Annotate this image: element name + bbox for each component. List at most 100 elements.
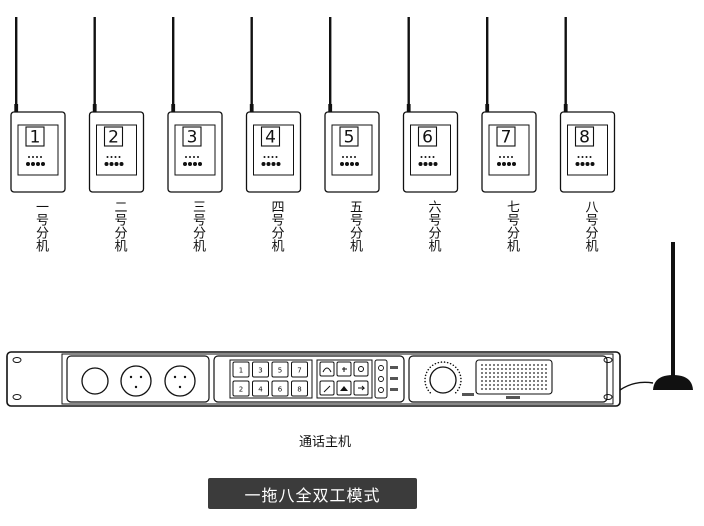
channel-key xyxy=(271,380,289,397)
beltpack-body xyxy=(167,111,223,193)
beltpack-group: 1 2 3 4 5 6 7 8 xyxy=(10,17,616,193)
function-key xyxy=(353,380,369,396)
beltpack: 7 xyxy=(481,17,537,193)
antenna-icon xyxy=(564,17,567,109)
antenna-icon xyxy=(15,17,18,109)
beltpack-label: 七号分机 xyxy=(504,200,519,252)
channel-key xyxy=(291,380,308,397)
led-icon xyxy=(110,156,113,158)
beltpack: 1 xyxy=(10,17,66,193)
antenna-icon xyxy=(172,17,175,109)
channel-key-number: 6 xyxy=(278,386,283,394)
rack-hole-icon xyxy=(12,357,22,363)
rack-hole-icon xyxy=(12,394,22,400)
led-icon xyxy=(585,156,588,158)
channel-display xyxy=(103,126,124,147)
base-antenna xyxy=(619,242,693,391)
led-icon xyxy=(428,156,431,158)
function-icon xyxy=(358,385,366,391)
button-icon xyxy=(497,162,501,166)
antenna-icon xyxy=(93,17,96,109)
led-icon xyxy=(432,156,435,158)
volume-scale xyxy=(424,361,462,394)
beltpack-body xyxy=(88,111,145,193)
channel-key-number: 3 xyxy=(258,367,262,375)
led-icon xyxy=(28,156,30,158)
led-icon xyxy=(106,156,109,158)
button-icon xyxy=(418,162,423,166)
beltpack-label: 四号分机 xyxy=(268,200,284,252)
beltpack-label: 三号分机 xyxy=(190,200,205,252)
led-icon xyxy=(342,156,344,158)
channel-key-number: 5 xyxy=(278,367,282,375)
button-icon xyxy=(575,162,580,166)
button-icon xyxy=(41,162,45,166)
button-icon xyxy=(340,162,344,166)
beltpack-number: 1 xyxy=(30,128,41,148)
function-key xyxy=(336,361,352,377)
beltpack-label: 二号分机 xyxy=(111,200,127,252)
beltpack: 5 xyxy=(324,17,380,193)
led-icon xyxy=(263,156,266,158)
button-icon xyxy=(26,162,30,166)
antenna-icon xyxy=(486,17,489,109)
function-key xyxy=(319,380,335,396)
antenna-icon xyxy=(250,17,253,109)
led-icon xyxy=(581,156,584,158)
headset-key xyxy=(319,361,335,377)
antenna-icon xyxy=(407,17,410,109)
led-icon xyxy=(32,156,34,158)
rack-hole-icon xyxy=(603,357,613,363)
channel-display xyxy=(339,126,359,147)
host-label: 通话主机 xyxy=(298,435,351,450)
led-icon xyxy=(589,156,592,158)
beltpack-number: 2 xyxy=(108,128,119,148)
led-icon xyxy=(267,156,270,158)
button-icon xyxy=(423,162,428,166)
function-key xyxy=(353,361,369,377)
function-key xyxy=(336,380,352,396)
function-icon xyxy=(323,385,331,393)
button-icon xyxy=(104,162,109,166)
function-icon xyxy=(358,366,364,372)
beltpack-body xyxy=(402,111,459,193)
beltpack-number: 8 xyxy=(579,128,590,148)
button-icon xyxy=(271,162,276,166)
function-icon xyxy=(340,386,348,391)
beltpack-number: 4 xyxy=(265,128,276,148)
channel-display xyxy=(574,126,595,147)
button-icon xyxy=(183,162,187,166)
button-icon xyxy=(355,162,359,166)
button-icon xyxy=(193,162,197,166)
channel-key xyxy=(291,361,308,378)
beltpack-body xyxy=(245,111,302,193)
channel-key-number: 7 xyxy=(297,367,301,375)
beltpack-body xyxy=(481,111,537,193)
button-icon xyxy=(428,162,433,166)
beltpack-number: 3 xyxy=(187,128,198,148)
led-icon xyxy=(36,156,38,158)
led-icon xyxy=(114,156,117,158)
indicator-led-icon xyxy=(378,376,384,382)
led-icon xyxy=(354,156,356,158)
button-icon xyxy=(585,162,590,166)
channel-display xyxy=(182,126,202,147)
led-icon xyxy=(40,156,42,158)
channel-key-number: 1 xyxy=(239,367,243,375)
led-icon xyxy=(503,156,505,158)
led-icon xyxy=(185,156,187,158)
button-icon xyxy=(276,162,281,166)
beltpack: 2 xyxy=(88,17,145,193)
led-icon xyxy=(271,156,274,158)
function-icon xyxy=(342,367,347,372)
beltpack-label: 五号分机 xyxy=(347,200,362,252)
button-icon xyxy=(345,162,349,166)
volume-knob-icon xyxy=(429,366,457,394)
button-icon xyxy=(188,162,192,166)
channel-display xyxy=(417,126,438,147)
button-icon xyxy=(261,162,266,166)
beltpack-number: 6 xyxy=(422,128,433,148)
channel-key xyxy=(252,361,269,378)
